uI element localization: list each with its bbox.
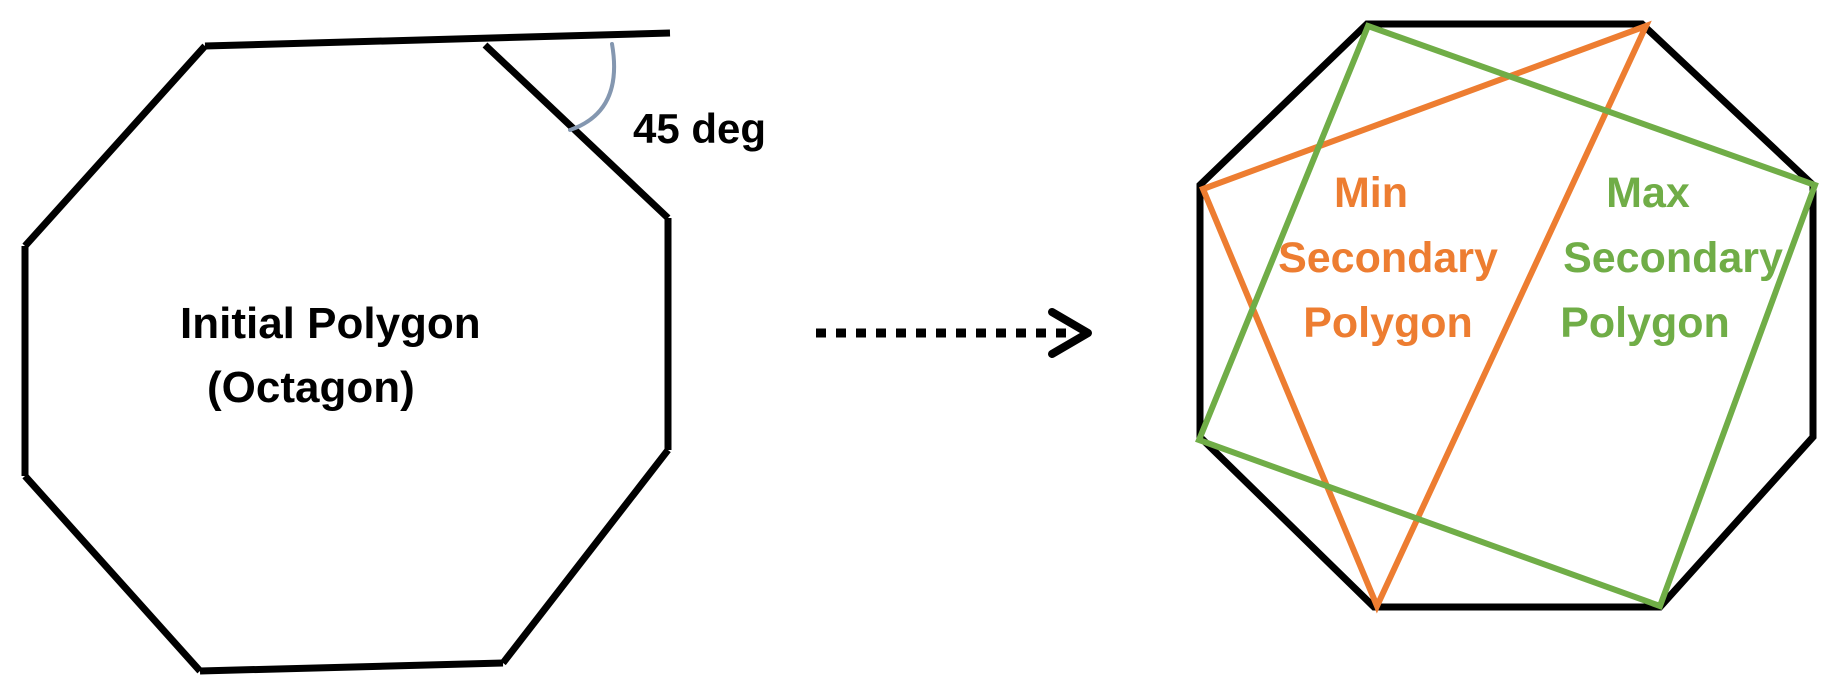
octagon-bottom-edge xyxy=(199,659,504,675)
min-polygon-label-line1: Min xyxy=(1334,169,1408,217)
max-polygon-label-line2: Secondary xyxy=(1563,234,1783,282)
max-polygon-label-line3: Polygon xyxy=(1560,299,1730,347)
initial-octagon xyxy=(21,29,672,675)
max-secondary-polygon xyxy=(1195,22,1819,610)
octagon-bottom-right-edge xyxy=(500,447,671,666)
min-secondary-polygon xyxy=(1199,20,1652,614)
transform-arrow xyxy=(816,308,1092,358)
angle-label: 45 deg xyxy=(633,105,766,152)
octagon-top-right-edge xyxy=(482,42,671,221)
angle-arc xyxy=(568,42,617,132)
octagon-top-left-edge xyxy=(22,43,208,249)
initial-polygon-title: Initial Polygon xyxy=(180,299,481,348)
min-polygon-label-line3: Polygon xyxy=(1303,299,1473,347)
arrow-head xyxy=(1048,308,1092,358)
initial-polygon-subtitle: (Octagon) xyxy=(207,363,415,412)
octagon-bottom-left-edge xyxy=(22,473,203,674)
min-polygon-label-line2: Secondary xyxy=(1278,234,1498,282)
octagon-top-edge xyxy=(204,29,671,50)
max-polygon-label-line1: Max xyxy=(1606,169,1690,217)
